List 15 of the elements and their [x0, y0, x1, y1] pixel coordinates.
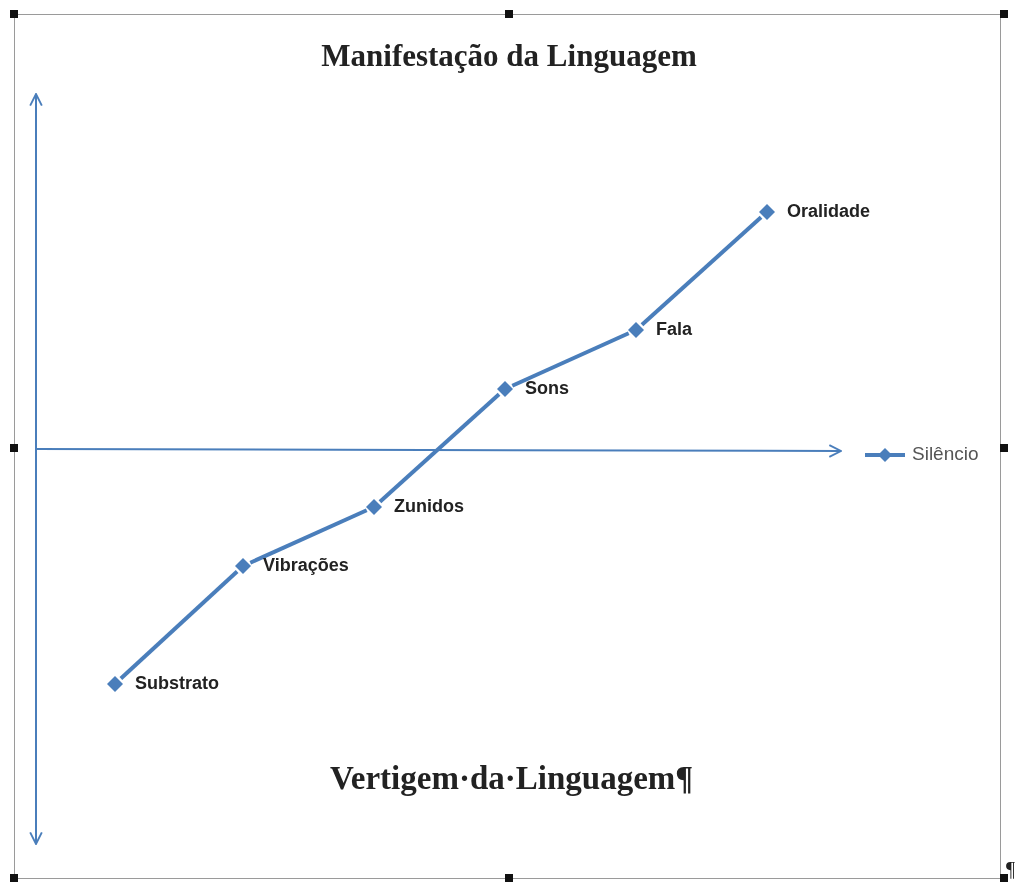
line-segment [511, 331, 630, 388]
point-label: Sons [525, 378, 569, 399]
paragraph-mark: ¶ [1006, 858, 1016, 881]
line-segment [378, 392, 501, 504]
point-label: Zunidos [394, 496, 464, 517]
line-segment [119, 569, 239, 681]
point-label: Oralidade [787, 201, 871, 222]
line-segment [640, 215, 763, 327]
chart-title: Manifestação da Linguagem [320, 38, 698, 74]
point-label: Fala [656, 319, 693, 340]
point-label: Substrato [135, 673, 219, 694]
legend-label: Silêncio [912, 443, 979, 465]
point-label: Vibrações [263, 555, 349, 576]
line-segment [249, 508, 368, 565]
axis-caption: Vertigem·da·Linguagem¶ [330, 760, 694, 797]
